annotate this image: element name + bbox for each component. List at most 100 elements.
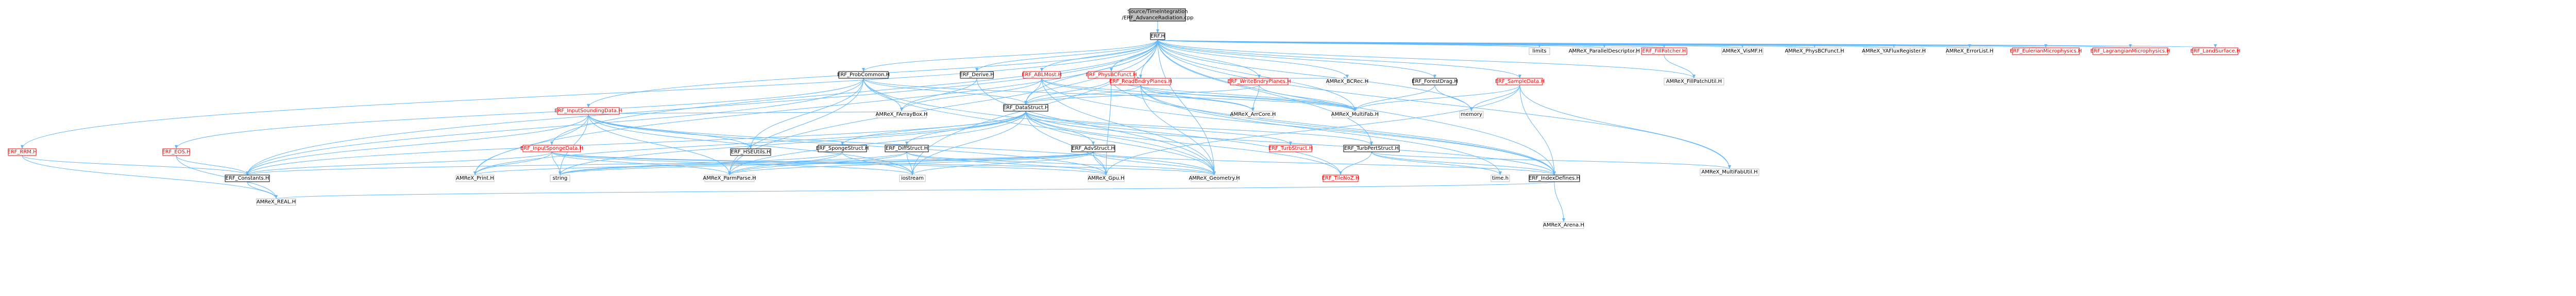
edge-erf-advstruct-to-iostream — [911, 151, 1094, 176]
file-node-erf-tilenoz[interactable]: ERF_TileNoZ.H — [1322, 175, 1360, 182]
node-box — [1946, 47, 1993, 55]
file-node-erf-eulerian[interactable]: ERF_EulerianMicrophysics.H — [2010, 47, 2082, 55]
node-box — [704, 175, 755, 182]
file-node-erf-hseutils[interactable]: ERF_HSEUtils.H — [730, 148, 771, 156]
file-node-erf-lagrangian[interactable]: ERF_LagrangianMicrophysics.H — [2090, 47, 2171, 55]
edge-erf-rrm-to-amrex-real — [22, 155, 278, 199]
edge-erf-turbpert-to-time-h — [1371, 151, 1502, 176]
edge-erf-h-to-erf-rrm — [21, 39, 1158, 149]
file-node-erf-sampledata[interactable]: ERF_SampleData.H — [1495, 78, 1545, 85]
node-box — [1459, 111, 1484, 118]
file-node-erf-eos[interactable]: ERF_EOS.H — [162, 148, 191, 156]
edge-erf-probcommon-to-erf-eos — [175, 78, 864, 149]
edge-erf-ablmost-to-erf-indexdefines — [1041, 78, 1556, 176]
node-box — [960, 71, 994, 79]
node-label: AMReX_Geometry.H — [1189, 176, 1240, 181]
file-node-erf-forestdrag[interactable]: ERF_ForestDrag.H — [1412, 78, 1458, 85]
file-node-amrex-farraybox: AMReX_FArrayBox.H — [875, 111, 928, 118]
edge-erf-advstruct-to-erf-constants — [246, 151, 1094, 176]
node-label: AMReX_FillPatchUtil.H — [1666, 79, 1722, 84]
file-node-erf-landsurface[interactable]: ERF_LandSurface.H — [2190, 47, 2241, 55]
edge-erf-inputsponge-to-amrex-print — [473, 151, 552, 176]
edge-erf-datastruct-to-string — [558, 111, 1026, 176]
edge-erf-turbpert-to-erf-indexdefines — [1371, 151, 1556, 176]
node-label: limits — [1532, 48, 1546, 54]
edge-erf-datastruct-to-erf-turbpert — [1025, 111, 1373, 146]
file-node-erf-diffstruct[interactable]: ERF_DiffStruct.H — [885, 145, 929, 152]
node-label: iostream — [901, 176, 924, 181]
file-node-erf-ablmost[interactable]: ERF_ABLMost.H — [1022, 71, 1062, 79]
file-node-erf-inputsponge[interactable]: ERF_InputSpongeData.H — [520, 145, 583, 152]
edge-erf-h-to-amrex-fillpatchutil — [1157, 39, 1696, 79]
edge-erf-diffstruct-to-amrex-geometry — [906, 151, 1216, 176]
edge-erf-fillpatcher-to-amrex-fillpatchutil — [1664, 54, 1696, 79]
node-label: ERF.H — [1150, 33, 1165, 39]
node-label: ERF_WriteBndryPlanes.H — [1227, 79, 1291, 84]
node-box — [1490, 175, 1510, 182]
node-box — [1529, 47, 1550, 55]
edge-erf-datastruct-to-erf-advstruct — [1025, 111, 1095, 146]
edge-erf-physbcfunct-to-erf-datastruct — [1024, 78, 1112, 105]
edge-erf-spongestruct-to-string — [558, 151, 843, 176]
edge-erf-probcommon-to-erf-constants — [246, 78, 864, 176]
file-node-iostream: iostream — [899, 175, 926, 182]
node-label: AMReX_ArrCore.H — [1230, 112, 1276, 117]
node-box — [1191, 175, 1238, 182]
edge-erf-writebndry-to-amrex-arrcore — [1251, 84, 1260, 112]
file-node-erf-turbpert[interactable]: ERF_TurbPertStruct.H — [1343, 145, 1400, 152]
node-box — [1230, 78, 1289, 85]
node-label: ERF_DataStruct.H — [1003, 105, 1049, 111]
node-box — [1572, 47, 1637, 55]
file-node-amrex-geometry: AMReX_Geometry.H — [1189, 175, 1240, 182]
edge-erf-datastruct-to-erf-indexdefines — [1025, 111, 1556, 176]
node-box — [1721, 47, 1764, 55]
node-box — [1269, 145, 1312, 152]
node-label: ERF_Constants.H — [226, 176, 269, 181]
node-box — [1497, 78, 1543, 85]
edge-erf-inputsponge-to-erf-constants — [246, 151, 552, 176]
node-label: AMReX_REAL.H — [257, 199, 296, 205]
node-label: memory — [1461, 112, 1482, 117]
file-node-amrex-print: AMReX_Print.H — [455, 175, 495, 182]
node-box — [2192, 47, 2239, 55]
edge-erf-turbpert-to-amrex-multifabutil — [1371, 151, 1731, 169]
node-box — [1328, 78, 1367, 85]
node-box — [1664, 78, 1724, 85]
edge-erf-inputsounding-to-amrex-gpu — [588, 114, 1108, 176]
node-box — [1088, 175, 1125, 182]
file-node-erf-rrm[interactable]: ERF_RRM.H — [7, 148, 37, 156]
file-node-erf-derive[interactable]: ERF_Derive.H — [959, 71, 994, 79]
file-node-time-h: time.h — [1490, 175, 1510, 182]
node-label: ERF_ProbCommon.H — [837, 72, 890, 78]
edge-erf-derive-to-amrex-farraybox — [900, 78, 977, 112]
node-box — [876, 111, 927, 118]
node-box — [1110, 78, 1171, 85]
file-node-erf-advstruct[interactable]: ERF_AdvStruct.H — [1071, 145, 1115, 152]
file-node-erf-physbcfunct[interactable]: ERF_PhysBCFunct.H — [1086, 71, 1137, 79]
edge-erf-inputsponge-to-amrex-gpu — [551, 151, 1108, 176]
file-node-erf-h[interactable]: ERF.H — [1150, 32, 1165, 40]
file-node-erf-constants[interactable]: ERF_Constants.H — [225, 175, 270, 182]
edge-erf-h-to-erf-constants — [246, 39, 1158, 176]
node-box — [899, 175, 926, 182]
file-node-erf-turbstruct[interactable]: ERF_TurbStruct.H — [1268, 145, 1313, 152]
edge-erf-sampledata-to-memory — [1470, 84, 1520, 112]
file-nodes: Source/TimeIntegration/ERF_AdvanceRadiat… — [7, 8, 2241, 229]
node-label: ERF_ReadBndryPlanes.H — [1109, 79, 1172, 84]
file-node-erf-probcommon[interactable]: ERF_ProbCommon.H — [837, 71, 890, 79]
edge-erf-inputsponge-to-string — [551, 151, 562, 176]
file-node-erf-inputsounding[interactable]: ERF_InputSoundingData.H — [554, 107, 622, 115]
file-node-erf-indexdefines[interactable]: ERF_IndexDefines.H — [1529, 175, 1580, 182]
file-node-erf-datastruct[interactable]: ERF_DataStruct.H — [1003, 104, 1049, 112]
edge-erf-forestdrag-to-amrex-multifab — [1353, 84, 1435, 112]
file-node-amrex-arrcore: AMReX_ArrCore.H — [1230, 111, 1276, 118]
edge-erf-h-to-amrex-geometry — [1157, 39, 1216, 176]
node-label: AMReX_FArrayBox.H — [875, 112, 927, 117]
file-node-root[interactable]: Source/TimeIntegration/ERF_AdvanceRadiat… — [1122, 8, 1194, 22]
edge-erf-advstruct-to-amrex-parmparse — [728, 151, 1094, 176]
file-node-erf-readbndry[interactable]: ERF_ReadBndryPlanes.H — [1109, 78, 1172, 85]
file-node-erf-writebndry[interactable]: ERF_WriteBndryPlanes.H — [1227, 78, 1291, 85]
file-node-erf-fillpatcher[interactable]: ERF_FillPatcher.H — [1641, 47, 1687, 55]
file-node-erf-spongestruct[interactable]: ERF_SpongeStruct.H — [816, 145, 869, 152]
file-node-amrex-visMF: AMReX_VisMF.H — [1721, 47, 1764, 55]
